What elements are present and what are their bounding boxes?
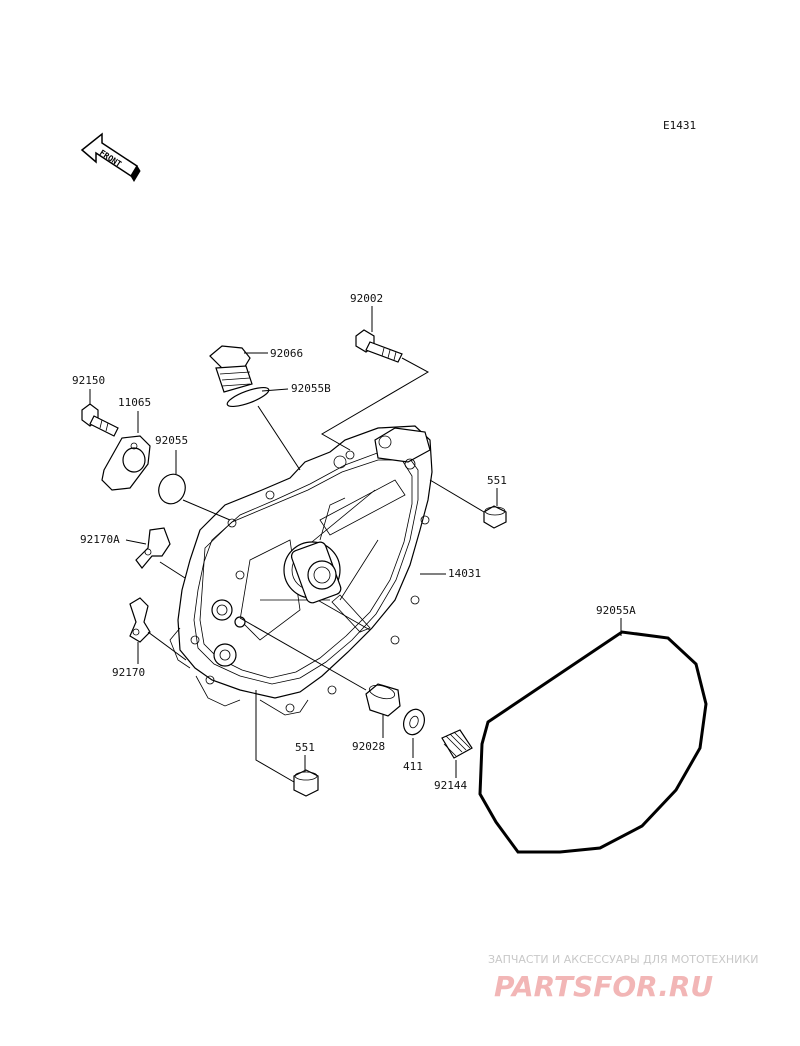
- washer-411: [403, 708, 425, 736]
- label-411: 411: [403, 760, 423, 773]
- label-92028: 92028: [352, 740, 385, 753]
- dowel-551-top: [483, 505, 507, 529]
- cap-11065: [101, 435, 151, 491]
- spring-92144: [441, 729, 473, 759]
- bolt-92150: [81, 403, 119, 437]
- clamp-92170A: [135, 527, 171, 569]
- bolt-92002: [355, 329, 403, 363]
- plug-92066: [209, 345, 253, 393]
- label-11065: 11065: [118, 396, 151, 409]
- label-92170A: 92170A: [80, 533, 120, 546]
- front-arrow-icon: FRONT: [80, 132, 141, 182]
- diagram-code: E1431: [663, 119, 696, 132]
- label-92055A: 92055A: [596, 604, 636, 617]
- watermark-brand: PARTSFOR.RU: [494, 970, 713, 1003]
- label-92066: 92066: [270, 347, 303, 360]
- label-92002: 92002: [350, 292, 383, 305]
- clamp-92170: [129, 597, 151, 643]
- label-92170: 92170: [112, 666, 145, 679]
- label-551-bottom: 551: [295, 741, 315, 754]
- gasket-92055A: [478, 630, 708, 854]
- label-14031: 14031: [448, 567, 481, 580]
- label-551-top: 551: [487, 474, 507, 487]
- oring-92055: [158, 473, 186, 505]
- label-92055B: 92055B: [291, 382, 331, 395]
- dowel-551-bottom: [293, 769, 319, 797]
- label-92055: 92055: [155, 434, 188, 447]
- label-92144: 92144: [434, 779, 467, 792]
- collar-92028: [365, 683, 401, 717]
- oring-92055B: [226, 386, 270, 408]
- watermark-tagline: ЗАПЧАСТИ И АКСЕССУАРЫ ДЛЯ МОТОТЕХНИКИ: [488, 953, 758, 966]
- cover-14031: [169, 425, 433, 716]
- label-92150: 92150: [72, 374, 105, 387]
- watermark: ЗАПЧАСТИ И АКСЕССУАРЫ ДЛЯ МОТОТЕХНИКИ PA…: [488, 953, 758, 1003]
